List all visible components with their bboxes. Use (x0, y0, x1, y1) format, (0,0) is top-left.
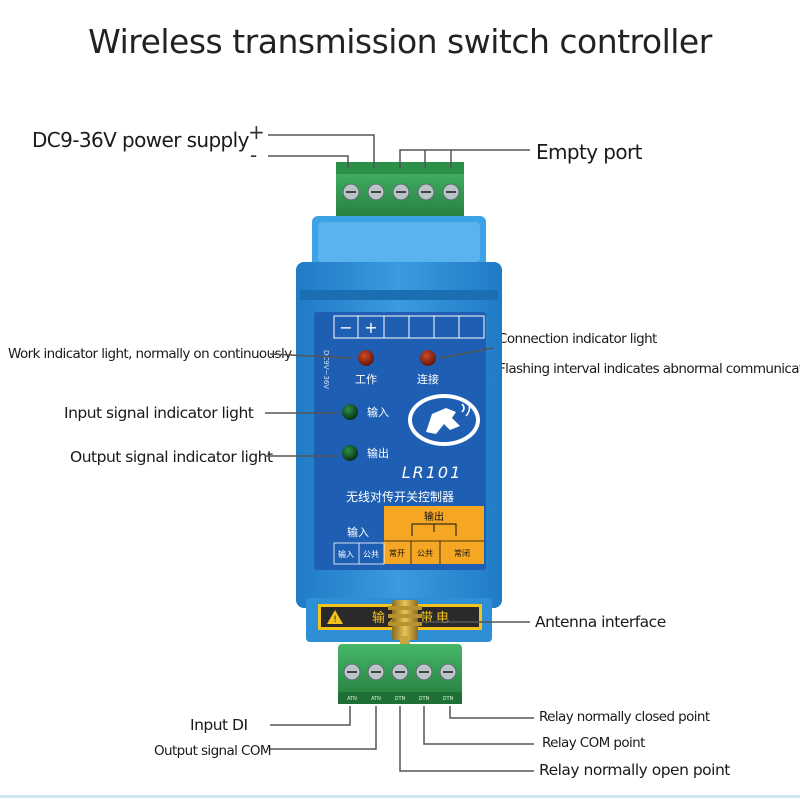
label-relay-nc: Relay normally closed point (539, 709, 710, 725)
svg-text:DTN: DTN (419, 696, 430, 702)
antenna-connector-icon (388, 600, 422, 646)
label-output-indicator: Output signal indicator light (70, 448, 273, 466)
input-terminal-in: 输入 (338, 549, 354, 559)
svg-text:DTN: DTN (395, 696, 406, 702)
power-mark-minus: − (339, 318, 352, 337)
leader-lines (265, 134, 534, 772)
label-minus: - (250, 143, 258, 167)
input-terminal-com: 公共 (363, 550, 379, 559)
input-panel-header: 输入 (347, 525, 369, 539)
work-led (358, 350, 374, 366)
output-panel-header: 输出 (424, 510, 444, 523)
output-terminal-no: 常开 (389, 549, 405, 558)
label-empty-port: Empty port (536, 140, 642, 164)
label-connection-indicator: Connection indicator light (498, 331, 657, 347)
label-relay-com: Relay COM point (542, 735, 645, 751)
label-relay-no: Relay normally open point (539, 761, 730, 779)
output-led (342, 445, 358, 461)
label-plus: + (248, 120, 265, 144)
output-terminal-com: 公共 (417, 549, 433, 558)
label-flashing-interval: Flashing interval indicates abnormal com… (498, 361, 800, 377)
svg-text:!: ! (333, 615, 337, 625)
horse-logo-icon (408, 394, 480, 446)
input-led (342, 404, 358, 420)
output-led-label: 输出 (367, 446, 389, 460)
faceplate: − + DC9V~36V 工作 连接 输入 输出 LR101 无线对传开关控制器 (314, 312, 486, 570)
diagram-title: Wireless transmission switch controller (88, 22, 712, 61)
work-led-label: 工作 (355, 373, 377, 386)
link-led (420, 350, 436, 366)
output-terminal-nc: 常闭 (454, 549, 470, 558)
link-led-label: 连接 (417, 373, 439, 386)
top-terminal-screws (342, 183, 460, 201)
bottom-terminal-block: ATN ATN DTN DTN DTN (338, 644, 462, 704)
label-input-indicator: Input signal indicator light (64, 404, 254, 422)
label-work-indicator: Work indicator light, normally on contin… (8, 346, 292, 362)
label-output-com: Output signal COM (154, 743, 272, 759)
label-power-supply: DC9-36V power supply (32, 128, 249, 152)
svg-text:DTN: DTN (443, 696, 454, 702)
power-mark-plus: + (364, 318, 377, 337)
side-voltage-text: DC9V~36V (322, 350, 330, 389)
label-input-di: Input DI (190, 716, 248, 734)
svg-text:ATN: ATN (371, 696, 381, 702)
bottom-divider (0, 795, 800, 798)
label-antenna: Antenna interface (535, 613, 666, 631)
output-panel (384, 506, 484, 564)
bottom-terminal-screws (343, 663, 457, 681)
input-led-label: 输入 (367, 405, 389, 419)
product-name: 无线对传开关控制器 (346, 489, 454, 504)
top-terminal-block (336, 162, 464, 224)
model-number: LR101 (402, 463, 463, 482)
svg-text:ATN: ATN (347, 696, 357, 702)
